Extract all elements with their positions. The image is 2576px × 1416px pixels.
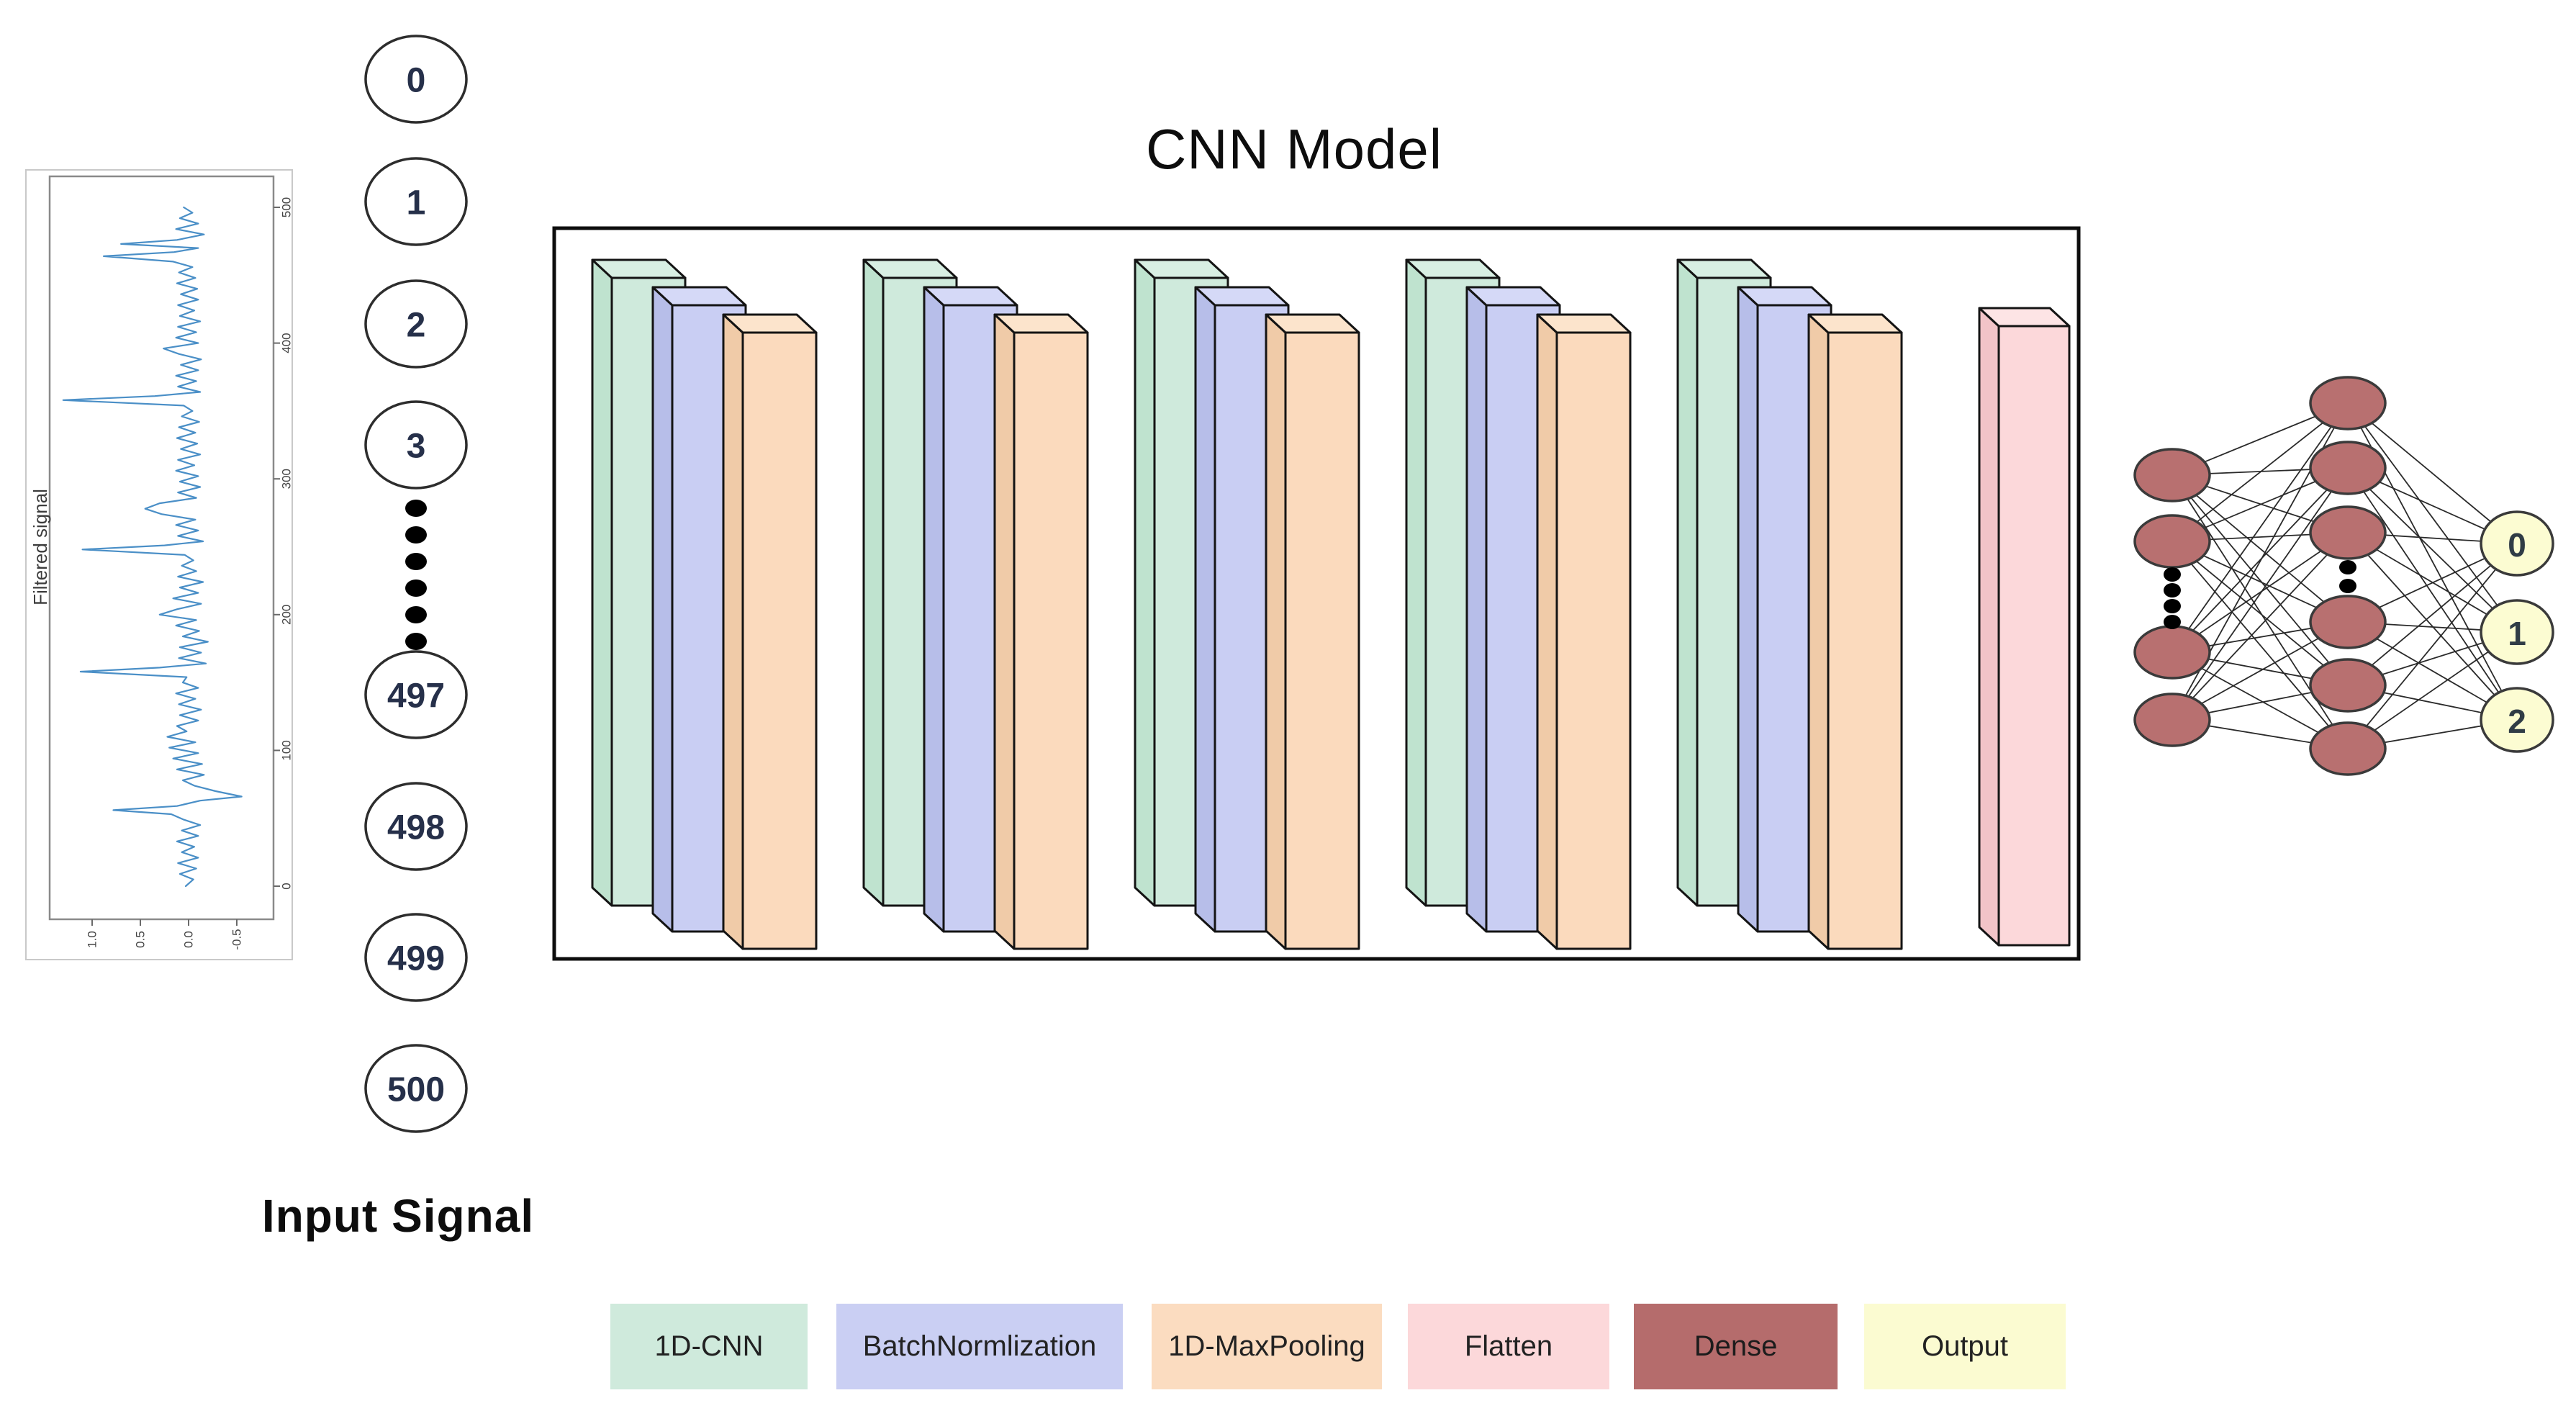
dense-edge bbox=[2171, 402, 2349, 653]
input-ellipsis-dot bbox=[405, 633, 427, 650]
input-node-label: 500 bbox=[387, 1071, 445, 1109]
dense-edge bbox=[2171, 532, 2349, 653]
input-node-circle bbox=[364, 1044, 468, 1133]
dense-node bbox=[2133, 448, 2211, 502]
input-node-label: 498 bbox=[387, 809, 445, 847]
maxpool-bar-side-face bbox=[993, 313, 1016, 950]
dense-node bbox=[2309, 441, 2387, 495]
input-signal-label: Input Signal bbox=[261, 1190, 535, 1242]
output-node-label: 0 bbox=[2508, 526, 2526, 564]
dense-edge bbox=[2171, 467, 2349, 721]
conv1d-bar-side-face bbox=[1676, 258, 1699, 907]
output-node-label: 2 bbox=[2508, 703, 2526, 740]
maxpool-bar-side-face bbox=[1265, 313, 1287, 950]
dense-node bbox=[2133, 625, 2211, 680]
signal-plot-axes bbox=[48, 175, 275, 921]
dense-node bbox=[2133, 693, 2211, 747]
batchnorm-bar-side-face bbox=[651, 286, 674, 933]
dense-edge bbox=[2347, 402, 2518, 633]
dense-ellipsis-dot bbox=[2164, 615, 2181, 629]
input-node-label: 497 bbox=[387, 677, 445, 716]
dense-ellipsis-dot bbox=[2339, 579, 2356, 593]
input-node-label: 2 bbox=[407, 307, 426, 345]
value-axis-tick-label: 0.5 bbox=[134, 931, 148, 948]
maxpool-bar-front-face bbox=[1827, 331, 1903, 950]
batchnorm-bar-side-face bbox=[1737, 286, 1759, 933]
batchnorm-bar-side-face bbox=[1465, 286, 1488, 933]
maxpool-bar-front-face bbox=[1555, 331, 1632, 950]
input-node-circle bbox=[364, 35, 468, 124]
sample-axis-tick-label: 300 bbox=[280, 469, 294, 489]
flatten-bar-side-face bbox=[1978, 307, 2000, 947]
sample-axis-tick-label: 500 bbox=[280, 197, 294, 217]
dense-edge bbox=[2171, 541, 2349, 749]
dense-edge bbox=[2347, 402, 2518, 544]
maxpool-bar-front-face bbox=[1284, 331, 1360, 950]
output-node bbox=[2480, 599, 2554, 665]
signal-plot-title: Filtered signal bbox=[30, 489, 51, 605]
flatten-bar-front-face bbox=[1997, 325, 2071, 947]
maxpool-bar-front-face bbox=[1013, 331, 1089, 950]
dense-node bbox=[2309, 376, 2387, 430]
dense-edge bbox=[2171, 474, 2349, 686]
sample-axis-tick-label: 200 bbox=[280, 605, 294, 625]
conv1d-bar-side-face bbox=[591, 258, 613, 907]
input-node-label: 499 bbox=[387, 940, 445, 978]
dense-edge bbox=[2171, 532, 2349, 721]
input-node-label: 3 bbox=[407, 428, 426, 466]
output-node bbox=[2480, 510, 2554, 577]
dense-edge bbox=[2347, 543, 2518, 686]
maxpool-bar-front-face bbox=[741, 331, 818, 950]
dense-edge bbox=[2347, 467, 2518, 721]
signal-polyline bbox=[62, 206, 243, 888]
maxpool-bar-side-face bbox=[722, 313, 744, 950]
batchnorm-bar-side-face bbox=[1194, 286, 1216, 933]
dense-edge bbox=[2171, 541, 2349, 686]
value-axis-tick-label: 0.0 bbox=[182, 931, 196, 948]
dense-edge bbox=[2347, 543, 2518, 749]
dense-edge bbox=[2171, 467, 2349, 653]
value-axis-tick-label: 1.0 bbox=[86, 931, 99, 948]
input-ellipsis-dot bbox=[405, 500, 427, 517]
input-ellipsis-dot bbox=[405, 553, 427, 570]
dense-ellipsis-dot bbox=[2164, 583, 2181, 597]
dense-edge bbox=[2347, 467, 2518, 633]
input-node-circle bbox=[364, 782, 468, 871]
output-node-label: 1 bbox=[2508, 615, 2526, 652]
sample-axis-tick-label: 400 bbox=[280, 333, 294, 353]
input-node-label: 0 bbox=[407, 62, 426, 100]
dense-ellipsis-dot bbox=[2339, 560, 2356, 574]
input-ellipsis-dot bbox=[405, 526, 427, 544]
input-node-circle bbox=[364, 279, 468, 369]
dense-node bbox=[2309, 721, 2387, 776]
dense-edge bbox=[2171, 474, 2349, 623]
input-node-circle bbox=[364, 400, 468, 490]
dense-edge bbox=[2171, 402, 2349, 542]
batchnorm-bar-side-face bbox=[923, 286, 945, 933]
sample-axis-tick-label: 0 bbox=[280, 883, 294, 889]
output-node bbox=[2480, 687, 2554, 753]
dense-node bbox=[2309, 595, 2387, 649]
input-ellipsis-dot bbox=[405, 580, 427, 597]
input-node-circle bbox=[364, 913, 468, 1002]
dense-node bbox=[2133, 514, 2211, 569]
dense-node bbox=[2309, 658, 2387, 713]
input-node-circle bbox=[364, 157, 468, 246]
sample-axis-tick-label: 100 bbox=[280, 740, 294, 760]
maxpool-bar-side-face bbox=[1536, 313, 1558, 950]
dense-ellipsis-dot bbox=[2164, 599, 2181, 613]
input-ellipsis-dot bbox=[405, 606, 427, 623]
conv1d-bar-side-face bbox=[1405, 258, 1427, 907]
input-node-circle bbox=[364, 650, 468, 739]
conv1d-bar-side-face bbox=[1134, 258, 1156, 907]
maxpool-bar-side-face bbox=[1807, 313, 1830, 950]
dense-ellipsis-dot bbox=[2164, 567, 2181, 582]
value-axis-tick-label: -0.5 bbox=[230, 929, 244, 950]
cnn-model-title: CNN Model bbox=[1145, 117, 1443, 181]
conv1d-bar-side-face bbox=[862, 258, 885, 907]
dense-node bbox=[2309, 505, 2387, 560]
dense-edge bbox=[2347, 532, 2518, 721]
input-node-label: 1 bbox=[407, 184, 426, 222]
